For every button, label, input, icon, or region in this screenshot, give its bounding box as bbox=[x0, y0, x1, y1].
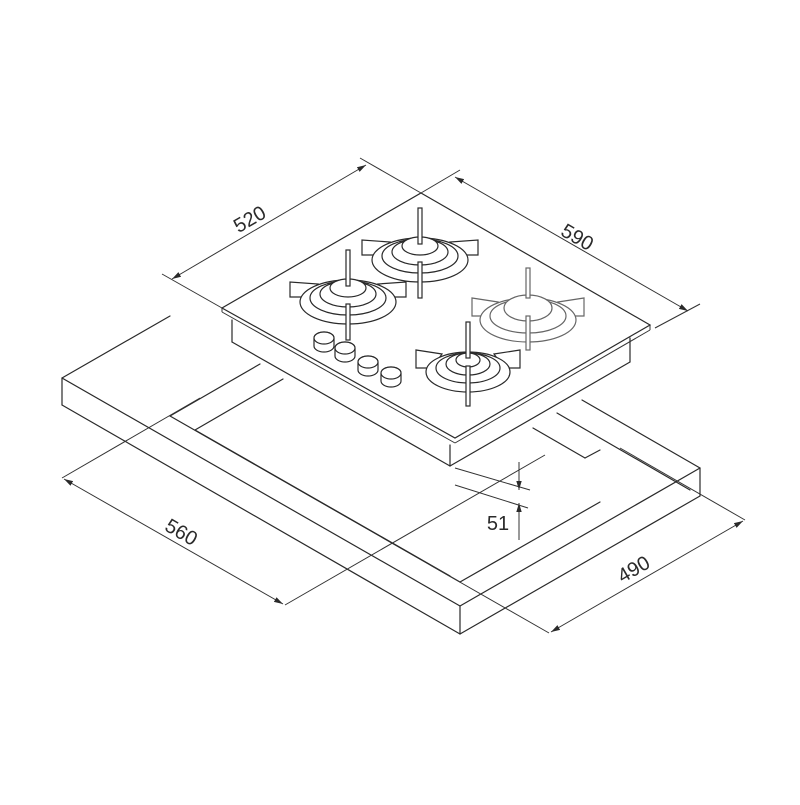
burner-rear-left bbox=[289, 249, 407, 341]
dimension-cutout-depth: 490 bbox=[429, 447, 746, 634]
dimension-label-590: 590 bbox=[557, 220, 597, 256]
dimension-label-51: 51 bbox=[487, 513, 509, 535]
burner-right-wok bbox=[471, 267, 585, 351]
dimension-label-520: 520 bbox=[230, 202, 270, 238]
control-knobs bbox=[313, 331, 402, 388]
dimension-cutout-width: 560 bbox=[61, 397, 546, 606]
knob-4 bbox=[380, 366, 402, 388]
knob-1 bbox=[313, 331, 335, 353]
burner-front bbox=[415, 321, 521, 407]
knob-3 bbox=[357, 355, 379, 377]
knob-2 bbox=[334, 341, 356, 363]
dimension-label-490: 490 bbox=[614, 552, 654, 588]
dimension-label-560: 560 bbox=[161, 515, 201, 551]
dimension-built-in-height: 51 bbox=[454, 462, 531, 540]
countertop bbox=[61, 315, 701, 635]
